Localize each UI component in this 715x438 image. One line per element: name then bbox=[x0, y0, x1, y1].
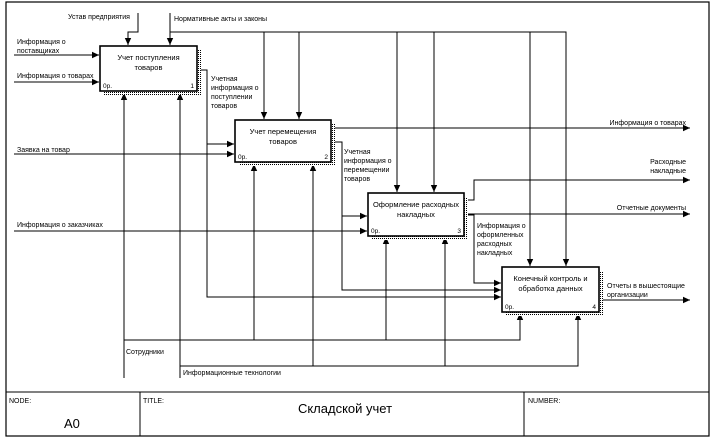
label-otchet-doc: Отчетные документы bbox=[617, 205, 686, 212]
label-info-goods-out: Информация о товарах bbox=[610, 120, 687, 127]
box-title-line: товаров bbox=[269, 137, 297, 146]
box-border bbox=[501, 266, 600, 313]
box-title-line: Учет перемещения bbox=[250, 127, 317, 136]
box-cost: 0р. bbox=[505, 304, 514, 311]
box-number: 1 bbox=[190, 83, 194, 90]
label-ustav: Устав предприятия bbox=[68, 14, 130, 21]
label-info-tech: Информационные технологии bbox=[183, 370, 281, 377]
label-uchet-post: информация о bbox=[211, 85, 259, 92]
label-info-cust: Информация о заказчиках bbox=[17, 222, 103, 229]
arrow-output-uchet-post[interactable] bbox=[198, 69, 234, 148]
box-title-line: обработка данных bbox=[518, 284, 582, 293]
label-info-oform: оформленных bbox=[477, 232, 524, 239]
box-title-line: Учет поступления bbox=[117, 53, 179, 62]
title-caption: TITLE: bbox=[143, 398, 164, 405]
number-caption: NUMBER: bbox=[528, 398, 560, 405]
label-rashod: накладные bbox=[650, 168, 686, 175]
label-otchet-vysh: организации bbox=[607, 292, 648, 299]
label-rashod: Расходные bbox=[650, 159, 686, 166]
box-border bbox=[234, 119, 332, 163]
node-caption: NODE: bbox=[9, 398, 31, 405]
arrow-output-info-oform[interactable] bbox=[465, 214, 501, 287]
box-title-line: товаров bbox=[135, 63, 163, 72]
label-zayavka: Заявка на товар bbox=[17, 147, 70, 154]
arrow-output-uchet-perem[interactable] bbox=[332, 141, 367, 220]
label-uchet-perem: товаров bbox=[344, 176, 370, 183]
box-border bbox=[367, 192, 465, 237]
label-info-supp: поставщиках bbox=[17, 48, 60, 55]
arrow-labels: Устав предприятия Нормативные акты и зако… bbox=[17, 14, 686, 377]
arrow-output-rashod[interactable] bbox=[465, 176, 690, 201]
diagram-frame bbox=[5, 1, 710, 437]
arrow-control-ustav[interactable] bbox=[124, 13, 139, 45]
label-info-oform: Информация о bbox=[477, 223, 526, 230]
label-info-goods-in: Информация о товарах bbox=[17, 73, 94, 80]
box-cost: 0р. bbox=[371, 228, 380, 235]
arrow-control-bus[interactable] bbox=[170, 31, 570, 266]
label-uchet-perem: Учетная bbox=[344, 149, 371, 156]
label-uchet-post: поступлении bbox=[211, 94, 253, 101]
label-info-oform: расходных bbox=[477, 241, 512, 248]
diagram-title: Складской учет bbox=[298, 401, 392, 416]
label-sotrudniki: Сотрудники bbox=[126, 349, 164, 356]
box-cost: 0р. bbox=[238, 154, 247, 161]
box-number: 2 bbox=[324, 154, 328, 161]
box-title-line: накладных bbox=[397, 210, 435, 219]
label-info-supp: Информация о bbox=[17, 39, 66, 46]
arrow-mechanism-sotr-bus[interactable] bbox=[124, 313, 524, 341]
label-uchet-perem: перемещении bbox=[344, 167, 390, 174]
label-normativ: Нормативные акты и законы bbox=[174, 16, 267, 23]
label-uchet-post: товаров bbox=[211, 103, 237, 110]
box-border bbox=[99, 45, 198, 92]
label-info-oform: накладных bbox=[477, 250, 513, 257]
arrow-output-uchet-perem-down[interactable] bbox=[341, 216, 501, 294]
label-uchet-perem: информация о bbox=[344, 158, 392, 165]
arrow-output-uchet-post-down[interactable] bbox=[206, 144, 501, 301]
box-cost: 0р. bbox=[103, 83, 112, 90]
label-uchet-post: Учетная bbox=[211, 76, 238, 83]
box-number: 3 bbox=[457, 228, 461, 235]
label-otchet-vysh: Отчеты в вышестоящие bbox=[607, 283, 685, 290]
arrow-layer bbox=[14, 13, 690, 378]
box-title-line: Оформление расходных bbox=[373, 200, 459, 209]
node-value: A0 bbox=[64, 416, 80, 431]
box-title-line: Конечный контроль и bbox=[513, 274, 587, 283]
box-number: 4 bbox=[592, 304, 596, 311]
